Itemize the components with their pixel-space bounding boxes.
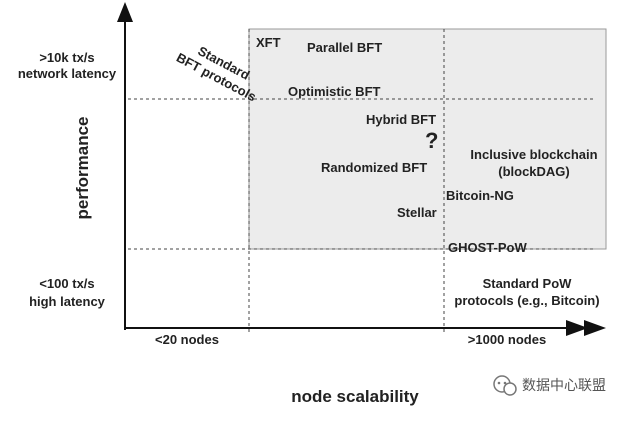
bitcoin-ng-label: Bitcoin-NG [446, 188, 514, 203]
watermark-text: 数据中心联盟 [522, 378, 606, 394]
y-high-label-line2: network latency [18, 66, 117, 81]
wechat-icon [493, 375, 517, 396]
y-low-label-line2: high latency [29, 294, 106, 309]
x-high-label: >1000 nodes [468, 332, 546, 347]
stellar-label: Stellar [397, 205, 437, 220]
xft-label: XFT [256, 35, 281, 50]
ghost-pow-label: GHOST-PoW [448, 240, 527, 255]
optimistic-bft-label: Optimistic BFT [288, 84, 381, 99]
y-axis-arrowhead [117, 2, 133, 22]
x-low-label: <20 nodes [155, 332, 219, 347]
x-axis-arrowhead-1 [566, 320, 588, 336]
y-low-label-line1: <100 tx/s [39, 276, 94, 291]
y-high-label-line1: >10k tx/s [39, 50, 94, 65]
standard-pow-label-line2: protocols (e.g., Bitcoin) [454, 293, 599, 308]
hybrid-bft-label: Hybrid BFT [366, 112, 436, 127]
question-mark: ? [425, 128, 438, 153]
parallel-bft-label: Parallel BFT [307, 40, 382, 55]
inclusive-blockchain-label-line2: (blockDAG) [498, 164, 570, 179]
x-axis-title: node scalability [291, 387, 419, 406]
x-axis-arrowhead-2 [584, 320, 606, 336]
shaded-region [248, 28, 607, 250]
standard-pow-label-line1: Standard PoW [483, 276, 573, 291]
randomized-bft-label: Randomized BFT [321, 160, 427, 175]
inclusive-blockchain-label-line1: Inclusive blockchain [470, 147, 597, 162]
y-axis-title: performance [73, 117, 92, 220]
